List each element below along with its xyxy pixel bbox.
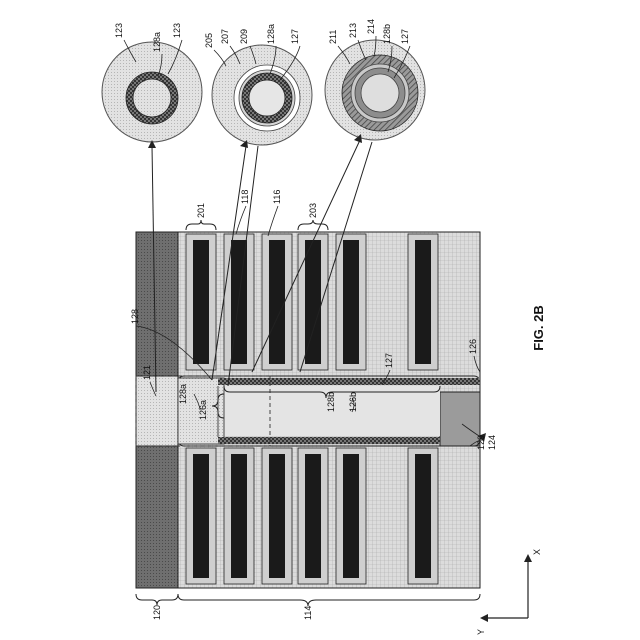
label-127: 127 — [384, 353, 394, 368]
label-123: 123 — [114, 23, 124, 38]
label-128b: 128b — [326, 392, 336, 412]
figure-caption: FIG. 2B — [531, 305, 546, 351]
axis-x-label: X — [532, 549, 542, 555]
region-121 — [136, 376, 178, 446]
electrode-row — [408, 448, 438, 584]
bracket-120 — [136, 594, 178, 605]
label-205: 205 — [204, 33, 214, 48]
label-127: 127 — [290, 29, 300, 44]
label-126b: 126b — [348, 392, 358, 412]
bracket-201 — [186, 220, 216, 230]
detail-circle-3 — [325, 40, 425, 140]
label-124: 124 — [487, 435, 497, 450]
label-128a: 128a — [266, 24, 276, 44]
electrode-row — [336, 448, 366, 584]
electrode-row — [262, 234, 292, 370]
electrode-row — [186, 448, 216, 584]
label-213: 213 — [348, 23, 358, 38]
label-211: 211 — [328, 30, 338, 44]
label-128a: 128a — [152, 32, 162, 52]
label-127: 127 — [400, 29, 410, 44]
axis-indicator — [486, 560, 528, 618]
region-129 — [440, 392, 480, 446]
label-118: 118 — [240, 190, 250, 204]
channel-liner-top — [218, 378, 480, 385]
label-114: 114 — [303, 606, 313, 620]
label-126a: 126a — [198, 400, 208, 420]
electrode-row — [262, 448, 292, 584]
electrode-row — [224, 448, 254, 584]
label-214: 214 — [366, 19, 376, 34]
label-128b: 128b — [382, 24, 392, 44]
label-116: 116 — [272, 190, 282, 204]
label-207: 207 — [220, 29, 230, 44]
detail-circle-1 — [102, 42, 202, 142]
label-121: 121 — [142, 365, 152, 380]
electrode-row — [298, 448, 328, 584]
electrode-row — [408, 234, 438, 370]
label-126: 126 — [468, 339, 478, 354]
bracket-203 — [298, 220, 328, 230]
electrode-row — [186, 234, 216, 370]
label-128a: 128a — [178, 384, 188, 404]
channel-liner-bottom — [218, 437, 440, 444]
electrode-row — [336, 234, 366, 370]
axis-arrowheads — [480, 554, 532, 622]
label-209: 209 — [239, 29, 249, 44]
bracket-114 — [178, 594, 480, 606]
label-201: 201 — [196, 203, 206, 218]
label-128: 128 — [130, 309, 140, 324]
electrode-row — [298, 234, 328, 370]
label-120: 120 — [152, 605, 162, 620]
detail-circle-2 — [212, 45, 312, 145]
label-129: 129 — [476, 435, 486, 450]
axis-y-label: Y — [476, 629, 486, 635]
label-203: 203 — [308, 203, 318, 218]
label-123: 123 — [172, 23, 182, 38]
